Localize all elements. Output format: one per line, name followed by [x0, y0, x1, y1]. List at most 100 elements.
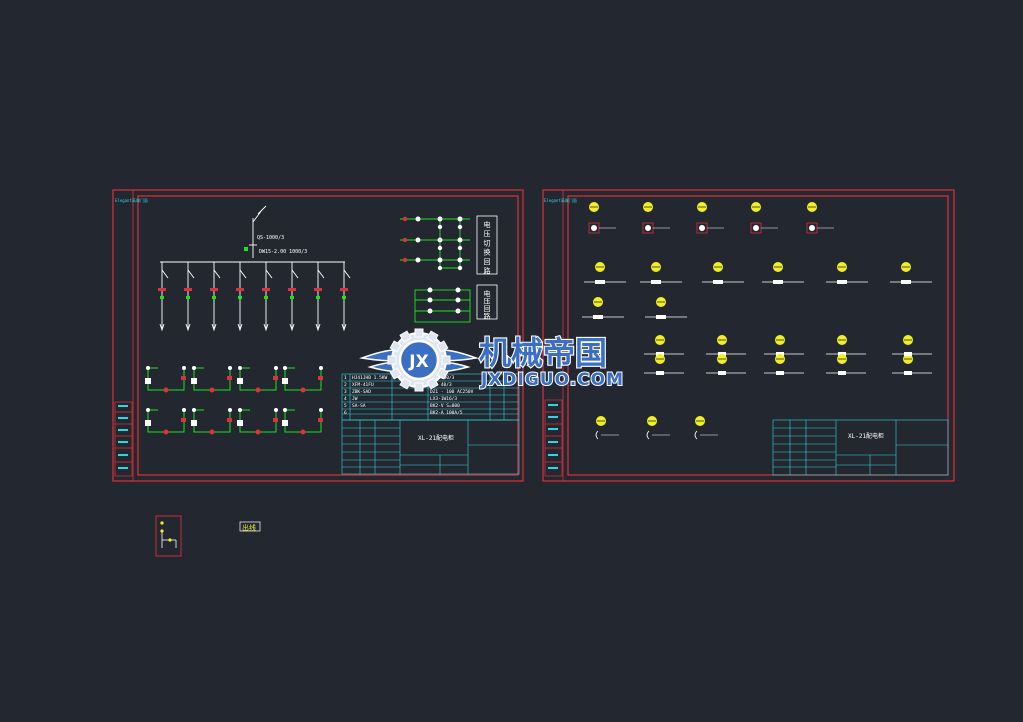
- voltage-switch-circuit: [400, 216, 470, 271]
- control-sub-circuit: [282, 366, 323, 393]
- control-sub-circuit: [282, 408, 323, 435]
- left-sheet-side-label: Elegant高端门面: [115, 197, 148, 203]
- outgoing-label-block: 出线: [239, 521, 261, 532]
- control-sub-circuit: [237, 408, 278, 435]
- right-title-block: [772, 419, 949, 476]
- vertical-label-char: 换: [484, 248, 491, 257]
- meter-symbol: [702, 262, 744, 284]
- meter-symbol: [706, 354, 746, 375]
- table-cell: JSD 40/3: [430, 382, 452, 388]
- meter-symbol: [892, 354, 932, 375]
- table-cell: LX3-1W16/3: [430, 396, 457, 402]
- right-side-title-block: [544, 399, 563, 477]
- watermark-title: 机械帝国: [479, 334, 607, 372]
- meter-symbol: [645, 297, 687, 319]
- meter-symbol: [696, 202, 724, 234]
- left-sheet: Elegant高端门面 QS-1000/3 DW15-2.00 1000/3: [112, 189, 524, 482]
- main-switch-label: DW15-2.00 1000/3: [259, 249, 307, 255]
- legend-symbol-block: [155, 515, 182, 557]
- watermark-subtitle: JXDIGUO.COM: [480, 370, 624, 390]
- vertical-label-char: 切: [484, 239, 491, 247]
- meter-symbol: [806, 202, 834, 234]
- vertical-label-char: 回: [484, 258, 491, 266]
- table-cell: 5: [344, 403, 347, 409]
- outgoing-label: 出线: [242, 523, 256, 532]
- table-cell: JW: [352, 396, 358, 402]
- feeder-branch: [314, 262, 325, 332]
- right-sheet: Elegant高端门面 XL-21配电柜: [542, 189, 955, 482]
- feeder-branch: [184, 262, 195, 332]
- right-drawing-title: XL-21配电柜: [848, 432, 884, 440]
- vertical-label-char: 路: [484, 312, 491, 321]
- table-cell: 3: [344, 389, 347, 395]
- meter-symbol: [582, 297, 624, 319]
- instrument-symbols: [582, 202, 932, 440]
- meter-symbol: [646, 416, 670, 440]
- voltage-circuit-label-box: [476, 284, 498, 320]
- meter-symbol: [764, 335, 804, 356]
- meter-symbol: [826, 262, 868, 284]
- feeder-branch: [340, 262, 351, 332]
- vertical-label-char: 压: [484, 298, 491, 306]
- meter-symbol: [595, 416, 619, 440]
- feeder-branches: [158, 262, 351, 332]
- vertical-label-char: 电: [484, 220, 491, 229]
- feeder-branch: [288, 262, 299, 332]
- watermark-emblem: JX: [408, 352, 428, 372]
- vertical-label-char: 路: [484, 266, 491, 275]
- vertical-label-char: 回: [484, 305, 491, 313]
- control-sub-circuit: [237, 366, 278, 393]
- meter-symbol: [584, 262, 626, 284]
- right-sheet-side-label: Elegant高端门面: [544, 197, 577, 203]
- left-drawing-title: XL-21配电柜: [418, 434, 454, 442]
- left-sheet-inner-frame: [137, 195, 519, 476]
- meter-symbol: [826, 354, 866, 375]
- meter-symbol: [642, 202, 670, 234]
- table-cell: BK2-V S=800: [430, 403, 460, 409]
- table-cell: ZBK-SAD: [352, 389, 371, 395]
- voltage-switch-label-box: [476, 215, 498, 275]
- control-sub-circuit: [145, 366, 186, 393]
- right-sheet-inner-frame: [567, 195, 949, 476]
- meter-symbol: [890, 262, 932, 284]
- voltage-circuit: [414, 287, 471, 323]
- control-sub-circuit: [145, 408, 186, 435]
- table-cell: SA-SA: [352, 403, 366, 409]
- main-breaker-label: QS-1000/3: [257, 235, 284, 241]
- feeder-branch: [158, 262, 169, 332]
- vertical-label-char: 压: [484, 230, 491, 238]
- table-cell: DZ1 - 100 AC250V: [430, 389, 474, 395]
- feeder-branch: [210, 262, 221, 332]
- right-sheet-outer-frame: [542, 189, 955, 482]
- table-cell: 4: [344, 396, 347, 402]
- left-sheet-outer-frame: [112, 189, 524, 482]
- meter-symbol: [588, 202, 616, 234]
- feeder-branch: [262, 262, 273, 332]
- watermark-logo: JX 机械帝国 JXDIGUO.COM: [359, 328, 624, 392]
- meter-symbol: [764, 354, 804, 375]
- control-sub-circuit: [191, 366, 232, 393]
- main-incoming-breaker: [160, 205, 345, 263]
- control-sub-circuit: [191, 408, 232, 435]
- table-cell: XFM-41FU: [352, 382, 374, 388]
- left-side-title-block: [114, 401, 133, 477]
- meter-symbol: [694, 416, 718, 440]
- left-title-block: [341, 419, 520, 475]
- table-cell: BK2-A 100A/5: [430, 410, 463, 416]
- control-sub-circuits: [145, 366, 323, 435]
- meter-symbol: [892, 335, 932, 356]
- meter-symbol: [706, 335, 746, 356]
- meter-symbol: [826, 335, 866, 356]
- table-cell: HJ41JHB 1.5KW: [352, 375, 388, 381]
- meter-symbol: [644, 354, 684, 375]
- feeder-branch: [236, 262, 247, 332]
- watermark-gear-icon: JX: [387, 328, 451, 392]
- vertical-label-char: 电: [484, 289, 491, 298]
- table-cell: 2: [344, 382, 347, 388]
- meter-symbol: [644, 335, 684, 356]
- table-cell: 6: [344, 410, 347, 416]
- meter-symbol: [640, 262, 682, 284]
